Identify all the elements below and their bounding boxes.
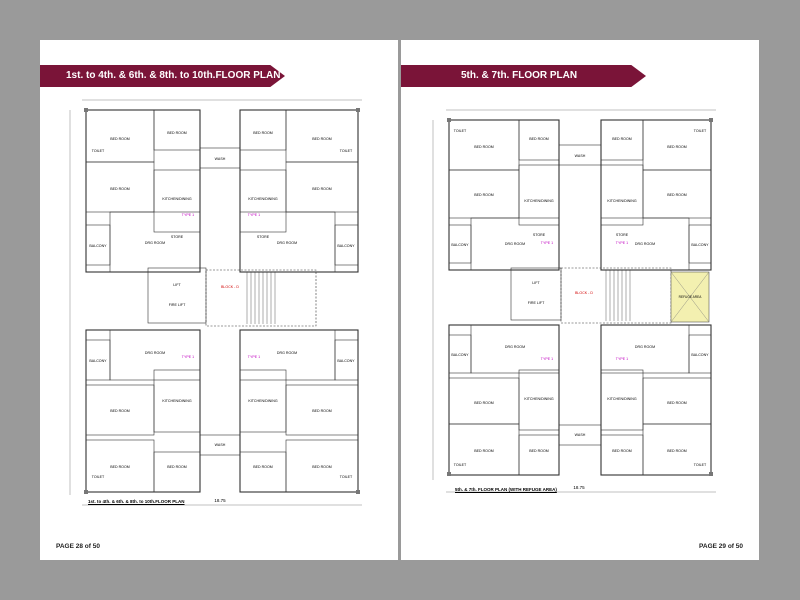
drg-room-label: DRG ROOM (145, 241, 165, 245)
type-label: TYPE 1 (541, 357, 553, 361)
bed-room-label: BED ROOM (474, 193, 494, 197)
width-dimension: 18.75 (214, 498, 226, 503)
type-label: TYPE 1 (182, 213, 194, 217)
toilet-label: TOILET (340, 475, 353, 479)
fire-lift-label: FIRE LIFT (528, 301, 545, 305)
balcony-label: BALCONY (691, 353, 709, 357)
bed-room-label: BED ROOM (529, 137, 549, 141)
kitchen-label: KITCHEN/DINING (162, 399, 192, 403)
bed-room-label: BED ROOM (253, 131, 273, 135)
left-page-banner: 1st. to 4th. & 6th. & 8th. to 10th.FLOOR… (40, 65, 285, 87)
bed-room-label: BED ROOM (529, 449, 549, 453)
toilet-label: TOILET (340, 149, 353, 153)
bed-room-label: BED ROOM (312, 137, 332, 141)
kitchen-label: KITCHEN/DINING (162, 197, 192, 201)
type-label: TYPE 1 (541, 241, 553, 245)
left-floor-plan: BED ROOM BED ROOM BED ROOM BED ROOM BED … (69, 99, 362, 506)
store-label: STORE (533, 233, 546, 237)
bed-room-label: BED ROOM (612, 449, 632, 453)
balcony-label: BALCONY (89, 244, 107, 248)
toilet-label: TOILET (454, 129, 467, 133)
drg-room-label: DRG ROOM (505, 242, 525, 246)
balcony-label: BALCONY (337, 359, 355, 363)
bed-room-label: BED ROOM (110, 137, 130, 141)
right-page: 5th. & 7th. FLOOR PLAN (401, 40, 759, 560)
kitchen-label: KITCHEN/DINING (248, 399, 278, 403)
type-label: TYPE 1 (182, 355, 194, 359)
refuge-area-label: REFUGE AREA (679, 295, 703, 299)
kitchen-label: KITCHEN/DINING (248, 197, 278, 201)
width-dimension: 18.75 (573, 485, 585, 490)
store-label: STORE (171, 235, 184, 239)
drg-room-label: DRG ROOM (635, 345, 655, 349)
wash-label: WASH (575, 433, 586, 437)
right-page-number: PAGE 29 of 50 (699, 543, 743, 550)
bed-room-label: BED ROOM (312, 409, 332, 413)
bed-room-label: BED ROOM (253, 465, 273, 469)
left-page-number: PAGE 28 of 50 (56, 543, 100, 550)
drg-room-label: DRG ROOM (145, 351, 165, 355)
type-label: TYPE 1 (616, 241, 628, 245)
toilet-label: TOILET (694, 129, 707, 133)
wash-label: WASH (575, 154, 586, 158)
balcony-label: BALCONY (337, 244, 355, 248)
balcony-label: BALCONY (691, 243, 709, 247)
toilet-label: TOILET (92, 149, 105, 153)
drg-room-label: DRG ROOM (635, 242, 655, 246)
left-page: 1st. to 4th. & 6th. & 8th. to 10th.FLOOR… (40, 40, 398, 560)
bed-room-label: BED ROOM (474, 401, 494, 405)
bed-room-label: BED ROOM (612, 137, 632, 141)
balcony-label: BALCONY (451, 353, 469, 357)
bed-room-label: BED ROOM (110, 465, 130, 469)
kitchen-label: KITCHEN/DINING (607, 199, 637, 203)
block-label: BLOCK - D (221, 285, 239, 289)
right-plan-caption: 5th. & 7th. FLOOR PLAN (WITH REFUGE AREA… (455, 487, 557, 492)
wash-label: WASH (215, 443, 226, 447)
bed-room-label: BED ROOM (110, 187, 130, 191)
left-plan-caption: 1st. to 4th. & 6th. & 8th. to 10th.FLOOR… (88, 499, 185, 504)
kitchen-label: KITCHEN/DINING (524, 397, 554, 401)
bed-room-label: BED ROOM (312, 187, 332, 191)
lift-label: LIFT (173, 283, 181, 287)
kitchen-label: KITCHEN/DINING (524, 199, 554, 203)
lift-label: LIFT (532, 281, 540, 285)
right-page-banner: 5th. & 7th. FLOOR PLAN (401, 65, 646, 87)
fire-lift-label: FIRE LIFT (169, 303, 186, 307)
bed-room-label: BED ROOM (667, 145, 687, 149)
wash-label: WASH (215, 157, 226, 161)
bed-room-label: BED ROOM (110, 409, 130, 413)
toilet-label: TOILET (92, 475, 105, 479)
balcony-label: BALCONY (451, 243, 469, 247)
type-label: TYPE 1 (616, 357, 628, 361)
bed-room-label: BED ROOM (667, 401, 687, 405)
toilet-label: TOILET (454, 463, 467, 467)
type-label: TYPE 1 (248, 213, 260, 217)
drg-room-label: DRG ROOM (277, 241, 297, 245)
bed-room-label: BED ROOM (667, 193, 687, 197)
drg-room-label: DRG ROOM (277, 351, 297, 355)
store-label: STORE (257, 235, 270, 239)
toilet-label: TOILET (694, 463, 707, 467)
bed-room-label: BED ROOM (167, 131, 187, 135)
block-label: BLOCK - D (575, 291, 593, 295)
right-floor-plan: BED ROOM BED ROOM BED ROOM BED ROOM BED … (432, 109, 716, 493)
type-label: TYPE 1 (248, 355, 260, 359)
kitchen-label: KITCHEN/DINING (607, 397, 637, 401)
store-label: STORE (616, 233, 629, 237)
bed-room-label: BED ROOM (312, 465, 332, 469)
bed-room-label: BED ROOM (667, 449, 687, 453)
bed-room-label: BED ROOM (167, 465, 187, 469)
drg-room-label: DRG ROOM (505, 345, 525, 349)
bed-room-label: BED ROOM (474, 449, 494, 453)
bed-room-label: BED ROOM (474, 145, 494, 149)
balcony-label: BALCONY (89, 359, 107, 363)
